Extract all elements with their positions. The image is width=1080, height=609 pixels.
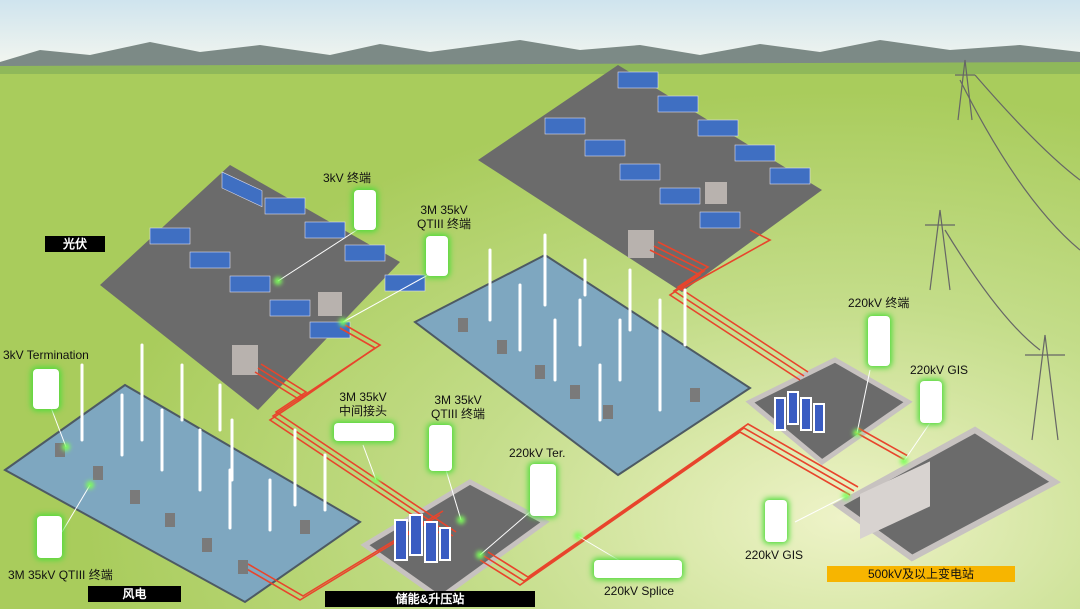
transmission-towers — [925, 59, 1080, 441]
label-3kv-termination: 3kV 终端 — [323, 171, 372, 185]
220kv-ter-card — [530, 464, 556, 516]
substation-building — [860, 461, 930, 539]
section-tag-substation: 500kV及以上变电站 — [827, 566, 1015, 582]
35kv-qtiii-card-wind — [37, 516, 62, 558]
3kv-termination-card-wind — [33, 369, 59, 409]
inverter-boxes — [232, 182, 727, 375]
wind-field-right — [413, 253, 752, 477]
label-line: QTIII 终端 — [430, 407, 485, 421]
substation-platform — [832, 426, 1061, 562]
label-line: 3M 35kV — [434, 393, 482, 407]
section-tag-storage-boost: 储能&升压站 — [325, 591, 535, 607]
section-tag-solar: 光伏 — [45, 236, 105, 252]
label-3kv-termination-wind: 3kV Termination — [3, 348, 89, 362]
wind-field-left — [3, 383, 362, 604]
label-35kv-qtiii-wind: 3M 35kV QTIII 终端 — [8, 568, 113, 582]
label-220kv-termination: 220kV 终端 — [848, 296, 910, 310]
storage-platform-2 — [745, 357, 913, 466]
battery-racks — [394, 391, 825, 563]
power-cables — [244, 229, 909, 601]
220kv-gis-card-lower — [765, 500, 787, 542]
3kv-termination-card — [354, 190, 376, 230]
label-220kv-splice: 220kV Splice — [604, 584, 675, 598]
35kv-splice-card — [334, 423, 394, 441]
label-line: 3M 35kV — [420, 203, 468, 217]
mountains — [0, 40, 1080, 70]
solar-panels — [149, 71, 811, 339]
220kv-splice-card — [594, 560, 682, 578]
label-line: 3M 35kV — [339, 390, 387, 404]
storage-platform-1 — [360, 479, 550, 602]
35kv-qtiii-card-solar — [426, 236, 448, 276]
turbine-transformers — [55, 318, 700, 574]
35kv-qtiii-card-storage — [429, 425, 452, 471]
label-220kv-gis-lower: 220kV GIS — [745, 548, 804, 562]
220kv-termination-card — [868, 316, 890, 366]
section-tag-wind: 风电 — [88, 586, 181, 602]
label-220kv-gis-upper: 220kV GIS — [910, 363, 969, 377]
glow-points — [62, 277, 908, 559]
label-line: QTIII 终端 — [416, 217, 471, 231]
220kv-gis-card-upper — [920, 381, 942, 423]
label-220kv-ter: 220kV Ter. — [509, 446, 566, 460]
label-line: 中间接头 — [338, 404, 387, 418]
wind-turbines — [80, 233, 687, 532]
